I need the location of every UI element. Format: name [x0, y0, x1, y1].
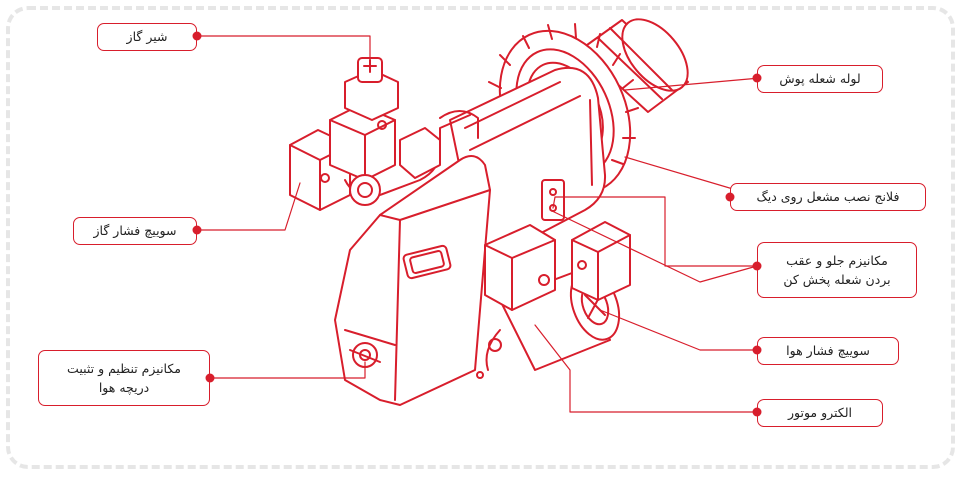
dashed-frame	[6, 6, 955, 469]
gas-valve-shape	[329, 57, 399, 181]
label-gas-pressure-switch: سوییچ فشار گاز	[73, 217, 197, 245]
dot-gas-pressure-switch	[192, 225, 202, 235]
diffuser-mechanism-shape	[541, 179, 565, 221]
dot-boiler-flange	[725, 192, 735, 202]
dot-electro-motor	[752, 407, 762, 417]
label-air-pressure-switch: سوییچ فشار هوا	[757, 337, 899, 365]
label-gas-valve: شیر گاز	[97, 23, 197, 51]
label-electro-motor: الکترو موتور	[757, 399, 883, 427]
side-box-shape	[571, 221, 631, 301]
dot-air-pressure-switch	[752, 345, 762, 355]
label-boiler-flange: فلانج نصب مشعل روی دیگ	[730, 183, 926, 211]
label-air-damper-mechanism: مکانیزم تنظیم و تثبیت دریچه هوا	[38, 350, 210, 406]
blast-tube-shape	[579, 18, 689, 113]
dot-blast-tube	[752, 73, 762, 83]
label-diffuser-mechanism: مکانیزم جلو و عقب بردن شعله پخش کن	[757, 242, 917, 298]
dot-gas-valve	[192, 31, 202, 41]
air-pressure-switch-shape	[484, 224, 556, 311]
dot-air-damper-mechanism	[205, 373, 215, 383]
main-casing-shape	[334, 155, 502, 406]
gas-pipe-shape	[344, 110, 479, 206]
dot-diffuser-mechanism	[752, 261, 762, 271]
leader-lines	[194, 35, 761, 413]
label-blast-tube: لوله شعله پوش	[757, 65, 883, 93]
